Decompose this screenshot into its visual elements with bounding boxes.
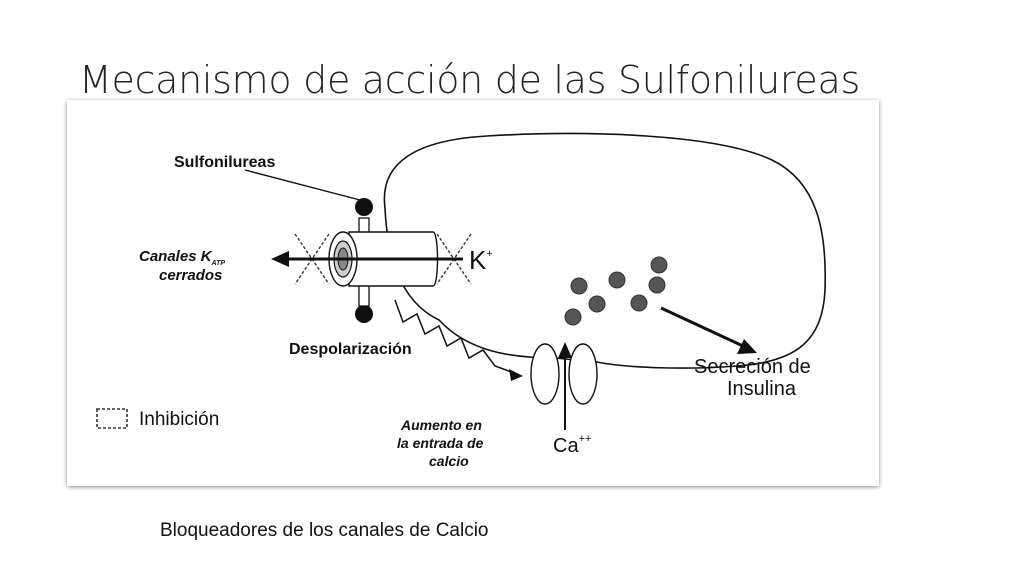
insulin-granule [588,295,606,313]
canales-label-subscript: ATP [211,260,226,267]
cerrados-label: cerrados [159,267,222,284]
sulfonilureas-label: Sulfonilureas [174,154,275,171]
insulin-granule [648,276,666,294]
insulin-granule [608,271,626,289]
inhibition-legend-box [96,408,128,429]
beta-cell-diagram: Sulfonilureas Canales KATP cerrados K+ D… [96,132,827,469]
potassium-charge: + [486,248,492,260]
calcium-charge: ++ [579,433,592,445]
secretion-arrowhead [737,339,757,354]
calcium-symbol: Ca [553,435,579,457]
calcium-influx-arrowhead [558,342,572,358]
katp-channel [328,217,439,307]
canales-label-line1: Canales K [139,248,213,265]
secretion-arrow-line [660,306,744,348]
insulin-granule [570,277,588,295]
cell-membrane [383,132,827,369]
sulfonylurea-binding-bottom [355,305,373,323]
depolarization-arrowhead [509,369,523,381]
insulin-granule [564,308,582,326]
sulfonilureas-pointer-line [244,169,361,201]
potassium-symbol: K [469,245,487,275]
inhibition-legend-label: Inhibición [139,409,219,430]
potassium-label: K+ [469,245,493,275]
secrecion-label-line1: Secreción de [694,356,811,378]
insulin-granules [564,256,668,326]
calcium-channel-right [568,343,598,405]
aumento-label-line1: Aumento en [400,417,482,433]
slide-title: Mecanismo de acción de las Sulfonilureas [79,58,860,102]
aumento-label-line2: la entrada de [397,435,484,451]
calcium-label: Ca++ [553,433,591,457]
calcium-channel-left [530,343,560,405]
insulin-granule [630,294,648,312]
potassium-flow-arrowhead [271,251,289,267]
canales-label: Canales KATP [139,248,225,267]
aumento-label-line3: calcio [429,453,469,469]
insulin-granule [650,256,668,274]
depolarization-zigzag-arrow [394,299,518,375]
despolarizacion-label: Despolarización [289,341,412,358]
figure-frame: Sulfonilureas Canales KATP cerrados K+ D… [67,100,879,486]
sulfonylurea-binding-top [355,198,373,216]
slide-subtitle: Bloqueadores de los canales de Calcio [160,520,489,541]
secrecion-label-line2: Insulina [727,378,797,400]
